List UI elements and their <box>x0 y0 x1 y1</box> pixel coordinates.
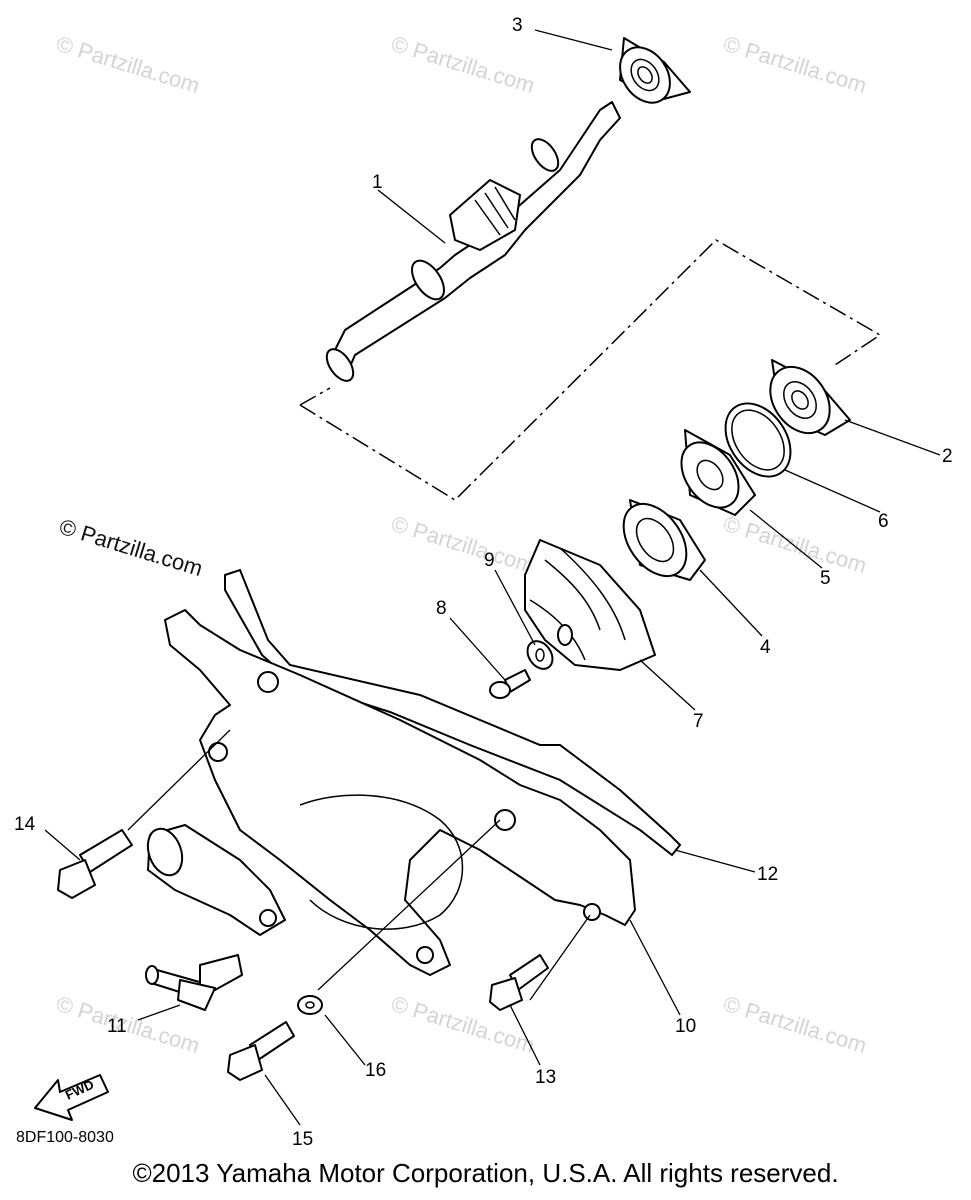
bearing <box>769 359 851 436</box>
bolt-right <box>489 954 549 1011</box>
diagram-code: 8DF100-8030 <box>16 1129 114 1146</box>
screw <box>489 669 531 699</box>
copyright-notice: ©2013 Yamaha Motor Corporation, U.S.A. A… <box>132 1158 839 1188</box>
watermark-main: © Partzilla.com <box>57 514 206 581</box>
watermark-layer: © Partzilla.com © Partzilla.com © Partzi… <box>54 31 870 1058</box>
washer-small <box>526 640 554 670</box>
callout-11[interactable]: 11 <box>107 1016 127 1037</box>
callout-3[interactable]: 3 <box>512 15 523 36</box>
watermark: © Partzilla.com <box>721 991 870 1058</box>
leader-lines <box>44 29 941 1126</box>
callout-13[interactable]: 13 <box>535 1067 556 1088</box>
seal-inner <box>622 499 706 581</box>
callout-9[interactable]: 9 <box>484 550 495 571</box>
callout-6[interactable]: 6 <box>878 511 889 532</box>
fitting <box>145 954 243 1011</box>
watermark: © Partzilla.com <box>389 511 538 578</box>
seal-outer <box>680 429 756 516</box>
watermark: © Partzilla.com <box>389 31 538 98</box>
watermark: © Partzilla.com <box>54 31 203 98</box>
callout-numbers: 1 2 3 4 5 6 7 8 9 10 11 12 13 14 15 16 <box>14 15 953 1150</box>
callout-1[interactable]: 1 <box>372 172 383 193</box>
assembly-bracket-line <box>299 239 882 501</box>
callout-2[interactable]: 2 <box>942 446 953 467</box>
watermark: © Partzilla.com <box>721 31 870 98</box>
bearing-top <box>619 37 691 104</box>
pump-housing <box>146 609 636 976</box>
shaft <box>325 101 621 382</box>
callout-8[interactable]: 8 <box>436 598 447 619</box>
washer-bottom <box>297 995 323 1015</box>
watermark: © Partzilla.com <box>721 511 870 578</box>
bolt-left <box>57 829 133 899</box>
bolt-bottom <box>227 1021 295 1081</box>
callout-14[interactable]: 14 <box>14 814 36 835</box>
callout-4[interactable]: 4 <box>760 637 771 658</box>
callout-7[interactable]: 7 <box>693 711 704 732</box>
callout-5[interactable]: 5 <box>820 568 831 589</box>
callout-15[interactable]: 15 <box>292 1129 313 1150</box>
callout-10[interactable]: 10 <box>675 1016 696 1037</box>
impeller <box>524 539 656 671</box>
callout-16[interactable]: 16 <box>365 1060 386 1081</box>
circlip <box>724 402 792 478</box>
fwd-arrow-icon: FWD <box>34 1074 109 1121</box>
shaft-axis-line <box>299 387 331 406</box>
callout-12[interactable]: 12 <box>757 864 778 885</box>
